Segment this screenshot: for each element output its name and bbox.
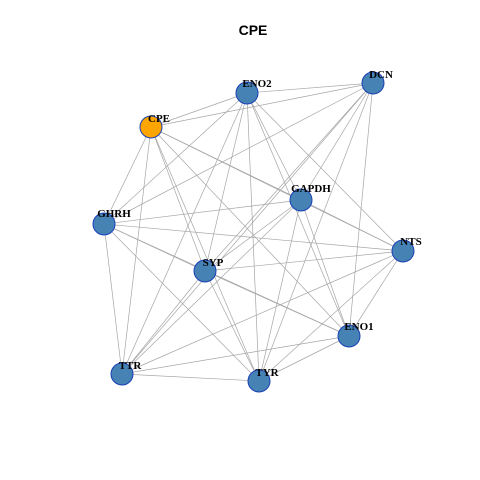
edge-ghrh-tyr xyxy=(103,223,260,382)
edge-syp-nts xyxy=(204,250,404,272)
node-gapdh[interactable]: GAPDH xyxy=(289,183,331,212)
node-dcn[interactable]: DCN xyxy=(361,69,393,95)
edge-dcn-ttr xyxy=(121,82,374,375)
node-circle[interactable] xyxy=(235,81,259,105)
node-label: ENO1 xyxy=(344,321,373,333)
node-circle[interactable] xyxy=(289,188,313,212)
node-syp[interactable]: SYP xyxy=(193,257,224,283)
edge-cpe-dcn xyxy=(150,82,374,128)
edge-dcn-syp xyxy=(204,82,374,272)
node-label: TYR xyxy=(255,367,279,379)
node-tyr[interactable]: TYR xyxy=(247,367,280,393)
edge-eno2-nts xyxy=(246,92,404,252)
edge-eno1-ttr xyxy=(121,335,350,375)
node-circle[interactable] xyxy=(337,324,361,348)
edge-eno2-ghrh xyxy=(103,92,248,225)
node-label: ENO2 xyxy=(242,78,272,90)
edge-nts-tyr xyxy=(258,250,404,382)
edge-nts-ttr xyxy=(121,250,404,375)
node-circle[interactable] xyxy=(391,239,415,263)
node-circle[interactable] xyxy=(92,212,116,236)
edge-dcn-gapdh xyxy=(300,82,374,201)
node-circle[interactable] xyxy=(110,362,134,386)
edge-eno2-dcn xyxy=(246,82,374,94)
node-circle[interactable] xyxy=(139,115,163,139)
edge-ghrh-nts xyxy=(103,223,404,252)
edge-gapdh-eno1 xyxy=(300,199,350,337)
edge-eno2-gapdh xyxy=(246,92,302,201)
edge-gapdh-nts xyxy=(300,199,404,252)
graph-title: CPE xyxy=(239,22,268,38)
edge-dcn-eno1 xyxy=(348,82,374,337)
edge-cpe-eno1 xyxy=(150,126,350,337)
node-eno2[interactable]: ENO2 xyxy=(235,78,272,105)
edge-gapdh-ttr xyxy=(121,199,302,375)
edge-eno2-tyr xyxy=(246,92,260,382)
node-circle[interactable] xyxy=(193,259,217,283)
edge-cpe-syp xyxy=(150,126,206,272)
edge-dcn-ghrh xyxy=(103,82,374,225)
node-label: TTR xyxy=(119,360,143,372)
node-cpe[interactable]: CPE xyxy=(139,113,170,139)
edge-cpe-tyr xyxy=(150,126,260,382)
edge-syp-eno1 xyxy=(204,270,350,337)
edge-ttr-tyr xyxy=(121,373,260,382)
node-ghrh[interactable]: GHRH xyxy=(92,208,131,236)
edge-ghrh-ttr xyxy=(103,223,123,375)
edge-syp-ttr xyxy=(121,270,206,375)
edge-eno1-tyr xyxy=(258,335,350,382)
edge-cpe-ghrh xyxy=(103,126,152,225)
node-eno1[interactable]: ENO1 xyxy=(337,321,374,348)
edge-nts-eno1 xyxy=(348,250,404,337)
edge-eno2-ttr xyxy=(121,92,248,375)
edge-gapdh-syp xyxy=(204,199,302,272)
edge-gapdh-tyr xyxy=(258,199,302,382)
edge-eno2-syp xyxy=(204,92,248,272)
edge-cpe-ttr xyxy=(121,126,152,375)
node-circle[interactable] xyxy=(361,71,385,95)
node-label: GHRH xyxy=(97,208,131,220)
edge-cpe-eno2 xyxy=(150,92,248,128)
node-nts[interactable]: NTS xyxy=(391,236,422,263)
node-label: CPE xyxy=(148,113,170,125)
edge-gapdh-ghrh xyxy=(103,199,302,225)
edge-dcn-tyr xyxy=(258,82,374,382)
edge-eno2-eno1 xyxy=(246,92,350,337)
node-ttr[interactable]: TTR xyxy=(110,360,143,386)
node-circle[interactable] xyxy=(247,369,271,393)
node-label: SYP xyxy=(203,257,224,269)
node-label: DCN xyxy=(369,69,393,81)
node-label: NTS xyxy=(400,236,421,248)
node-label: GAPDH xyxy=(291,183,331,195)
edge-layer xyxy=(103,82,404,382)
